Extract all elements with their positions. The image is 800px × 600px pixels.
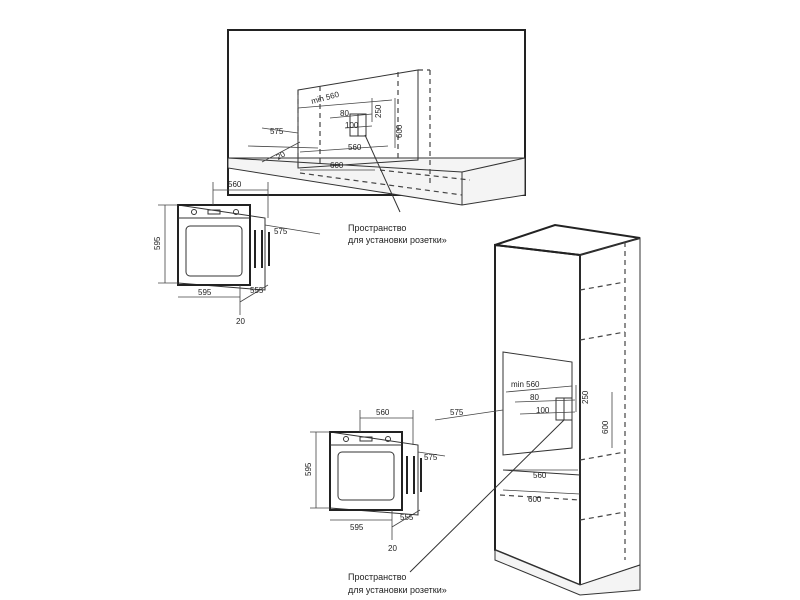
top-dim-600-vertical: 600 (395, 124, 404, 138)
top-socket-note-line2: для установки розетки» (348, 235, 447, 245)
top-dim-250: 250 (374, 104, 383, 118)
top-dim-min-width: min 560 (310, 90, 340, 106)
top-dim-100: 100 (345, 121, 359, 130)
tall-cabinet-niche (502, 351, 573, 456)
oven-bottom-dim-20: 20 (388, 544, 397, 553)
oven-bottom-dim-595-height: 595 (304, 462, 313, 476)
tall-dim-min-width: min 560 (511, 380, 540, 389)
oven-bottom-knob (343, 436, 349, 442)
oven-top-dim-560: 560 (228, 180, 242, 189)
oven-bottom-window (337, 451, 395, 501)
top-dim-575: 575 (270, 127, 284, 136)
tall-cabinet: min 560 80 100 250 600 575 560 600 Прост… (348, 223, 641, 596)
oven-top-dim-595-width: 595 (198, 288, 212, 297)
oven-top-knob (191, 209, 197, 215)
oven-top-dim-595-height: 595 (153, 236, 162, 250)
oven-bottom-dim-595-width: 595 (350, 523, 364, 532)
top-dim-600-horizontal: 600 (330, 161, 344, 170)
oven-top: 560 595 575 595 555 20 (153, 180, 321, 326)
cabinet-plinth (227, 157, 526, 206)
top-dim-560: 560 (348, 143, 362, 152)
oven-top-dim-20: 20 (236, 317, 245, 326)
oven-bottom: 560 595 575 595 555 20 (304, 408, 446, 553)
tall-dim-80: 80 (530, 393, 539, 402)
tall-cabinet-top (494, 223, 641, 257)
oven-bottom-knob (385, 436, 391, 442)
tall-socket-note-line2: для установки розетки» (348, 585, 447, 595)
top-dim-80: 80 (340, 109, 349, 118)
tall-cabinet-front (494, 243, 581, 587)
tall-dim-600-vertical: 600 (601, 420, 610, 434)
oven-bottom-dim-560: 560 (376, 408, 390, 417)
oven-top-front (177, 204, 251, 286)
oven-bottom-dim-555: 555 (400, 513, 414, 522)
top-socket-note-line1: Пространство (348, 223, 406, 233)
tall-dim-560: 560 (533, 471, 547, 480)
oven-top-window (185, 225, 243, 277)
oven-top-dim-575: 575 (274, 227, 288, 236)
cabinet-front (227, 29, 526, 196)
tall-socket-note-line1: Пространство (348, 572, 406, 582)
cabinet-niche (297, 69, 419, 169)
tall-dim-100: 100 (536, 406, 550, 415)
oven-top-dim-555: 555 (250, 286, 264, 295)
top-cabinet: min 560 80 100 250 600 575 20 560 600 Пр… (227, 29, 526, 245)
tall-dim-575: 575 (450, 408, 464, 417)
oven-bottom-dim-575: 575 (424, 453, 438, 462)
oven-top-knob (233, 209, 239, 215)
oven-bottom-front (329, 431, 403, 511)
tall-dim-250: 250 (581, 390, 590, 404)
tall-dim-600-horizontal: 600 (528, 495, 542, 504)
tall-cabinet-side (579, 237, 641, 586)
